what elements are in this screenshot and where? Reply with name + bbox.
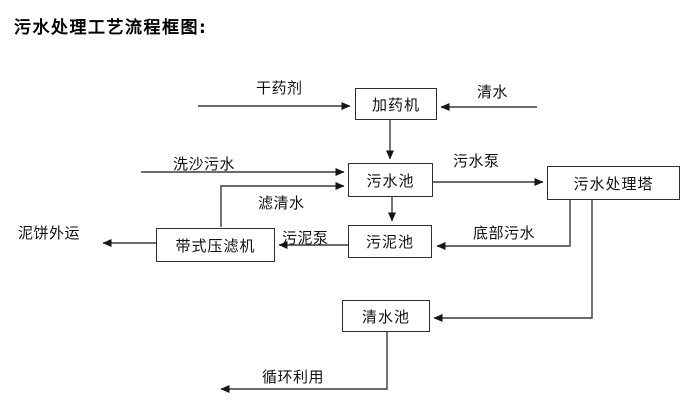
diagram-title: 污水处理工艺流程框图: xyxy=(14,18,208,38)
edge-tower-to-clean-pool-line xyxy=(433,200,593,322)
label-clean-water: 清水 xyxy=(477,83,509,101)
node-sludge-pool: 污泥池 xyxy=(348,225,432,258)
label-recycle-use: 循环利用 xyxy=(262,368,325,386)
edge-recycle-use-line xyxy=(220,332,388,393)
node-clean-water-pool: 清水池 xyxy=(342,300,430,332)
label-sewage-pump: 污水泵 xyxy=(453,152,500,170)
edge-filtered-water-line xyxy=(220,182,345,227)
node-dosing-machine: 加药机 xyxy=(355,88,437,120)
node-sewage-treatment-tower: 污水处理塔 xyxy=(547,166,680,200)
label-bottom-sewage: 底部污水 xyxy=(473,224,536,242)
label-dry-agent: 干药剂 xyxy=(256,79,303,97)
node-belt-filter-press: 带式压滤机 xyxy=(156,228,275,262)
label-mud-cake-out: 泥饼外运 xyxy=(18,224,81,242)
node-sewage-pool: 污水池 xyxy=(348,163,433,197)
label-sand-wash-sewage: 洗沙污水 xyxy=(173,155,236,173)
edge-bottom-sewage-line xyxy=(436,200,571,250)
label-sludge-pump: 污泥泵 xyxy=(282,229,329,247)
label-filtered-water: 滤清水 xyxy=(258,194,305,212)
